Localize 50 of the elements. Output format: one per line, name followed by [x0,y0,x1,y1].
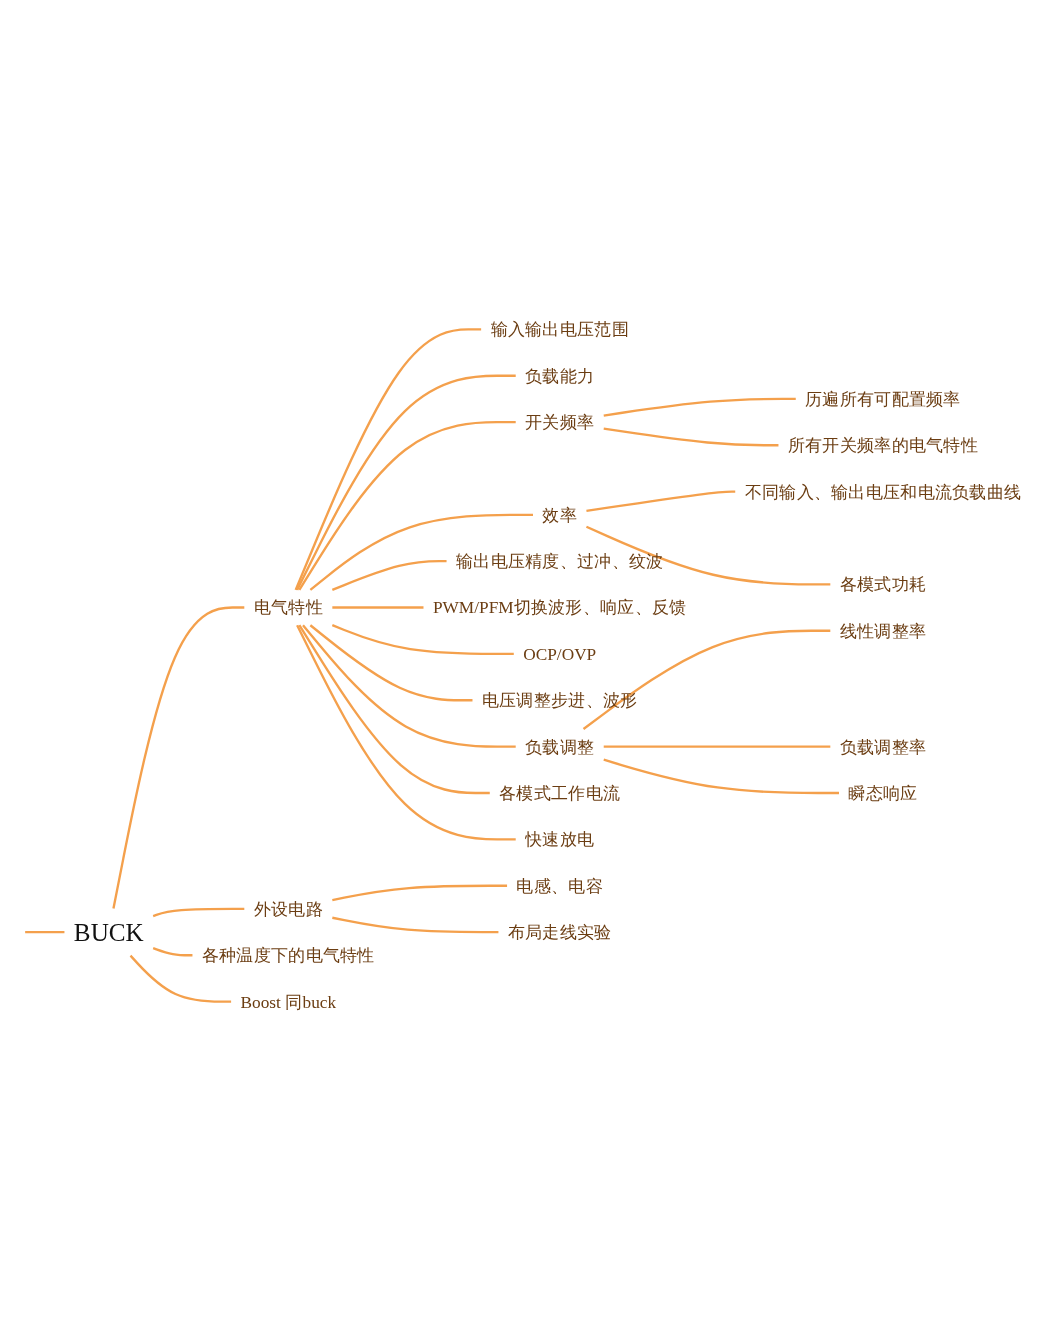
node-text: 负载调整 [525,736,595,757]
node-text: 所有开关频率的电气特性 [787,435,979,456]
connector [152,947,193,957]
connector [309,624,473,702]
connector [152,907,245,918]
connector [603,758,839,795]
connector [603,427,779,447]
connector [309,513,533,591]
connector [298,624,490,795]
node-text: 电压调整步进、波形 [481,690,638,711]
connector [302,624,516,748]
node-text: 各模式工作电流 [499,783,621,803]
connector [332,884,508,902]
connector [582,629,831,730]
node-text: 开关频率 [525,412,595,432]
connector [129,954,232,1003]
node-text: OCP/OVP [523,644,597,664]
connector [298,420,516,591]
connector [296,374,516,591]
node-text: 各种温度下的电气特性 [201,945,375,966]
connector [294,328,482,591]
node-text: 线性调整率 [839,620,927,641]
connector [112,606,245,909]
node-text: 外设电路 [253,899,323,919]
connector [332,606,424,609]
connector [603,397,796,417]
node-text: 负载调整率 [839,736,927,757]
connector [331,624,514,656]
connector [25,930,65,934]
node-text: Boost 同buck [240,991,337,1012]
node-text: 瞬态响应 [848,783,918,803]
node-text: 快速放电 [525,829,595,850]
node-text: 输出电压精度、过冲、纹波 [455,551,664,571]
node-text: 布局走线实验 [507,922,612,942]
connector [586,490,736,512]
connector [332,916,499,934]
node-text: PWM/PFM切换波形、响应、反馈 [432,597,687,618]
node-text: 效率 [542,504,578,525]
node-text: 历遍所有可配置频率 [805,389,961,409]
node-text: 电感、电容 [516,875,603,896]
node-text: 不同输入、输出电压和电流负载曲线 [744,481,1022,502]
node-text: 输入输出电压范围 [490,319,629,340]
node-text: 各模式功耗 [839,574,927,595]
connector [331,560,447,591]
node-text: BUCK [73,917,144,947]
connector [585,525,831,586]
connector [296,624,516,841]
node-text: 电气特性 [253,597,323,618]
node-text: 负载能力 [525,365,595,386]
connector [603,745,831,748]
